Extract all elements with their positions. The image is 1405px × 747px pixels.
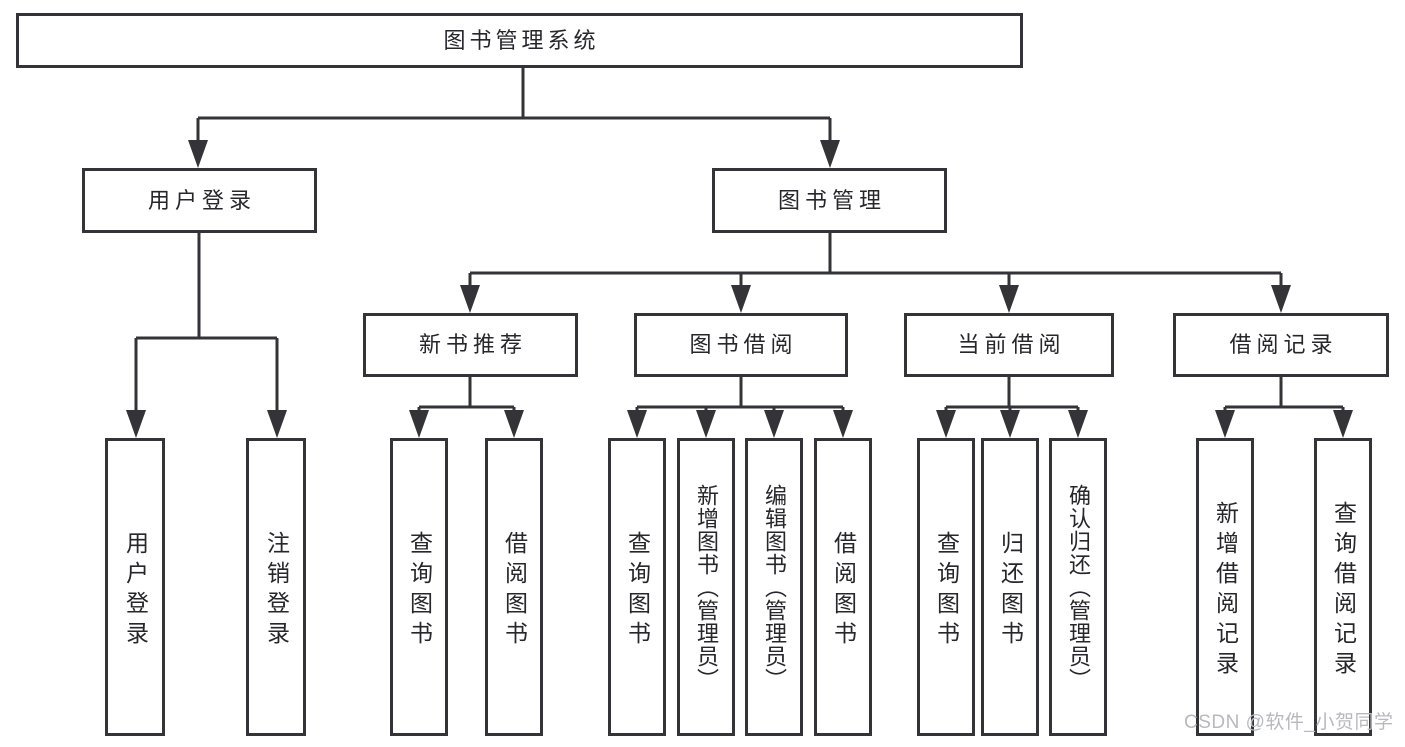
arrow-down-icon <box>409 410 429 438</box>
arrow-down-icon <box>1000 410 1020 438</box>
arrow-down-icon <box>764 410 784 438</box>
node-book-management: 图书管理 <box>712 168 947 233</box>
arrow-down-icon <box>267 410 287 438</box>
leaf-newbook-query-books: 查询图书 <box>390 438 448 736</box>
leaf-logout: 注销登录 <box>246 438 306 736</box>
leaf-records-query-borrow-record: 查询借阅记录 <box>1314 438 1372 736</box>
arrow-down-icon <box>731 285 751 313</box>
leaf-newbook-borrow-books: 借阅图书 <box>485 438 543 736</box>
leaf-records-add-borrow-record: 新增借阅记录 <box>1196 438 1254 736</box>
leaf-user-login: 用户登录 <box>105 438 165 736</box>
arrow-down-icon <box>1068 410 1088 438</box>
arrow-down-icon <box>1271 285 1291 313</box>
leaf-current-query-books: 查询图书 <box>917 438 975 736</box>
arrow-down-icon <box>627 410 647 438</box>
leaf-borrow-query-books: 查询图书 <box>608 438 666 736</box>
leaf-current-confirm-return-admin: 确认归还（管理员） <box>1049 438 1107 736</box>
leaf-borrow-borrow-books: 借阅图书 <box>814 438 872 736</box>
csdn-watermark: CSDN @软件_小贺同学 <box>1184 712 1394 733</box>
arrow-down-icon <box>820 140 840 168</box>
arrow-down-icon <box>696 410 716 438</box>
arrow-down-icon <box>936 410 956 438</box>
node-current-borrowing: 当前借阅 <box>904 313 1114 377</box>
arrow-down-icon <box>188 140 208 168</box>
leaf-current-return-books: 归还图书 <box>981 438 1039 736</box>
arrow-down-icon <box>504 410 524 438</box>
node-library-system: 图书管理系统 <box>16 13 1023 68</box>
node-user-login: 用户登录 <box>82 168 317 233</box>
arrow-down-icon <box>1333 410 1353 438</box>
arrow-down-icon <box>833 410 853 438</box>
leaf-borrow-add-books-admin: 新增图书（管理员） <box>677 438 735 736</box>
connector-lines <box>134 68 1345 418</box>
arrow-down-icon <box>1215 410 1235 438</box>
node-borrowing-records: 借阅记录 <box>1173 313 1389 377</box>
arrow-down-icon <box>999 285 1019 313</box>
node-book-borrowing: 图书借阅 <box>634 313 848 377</box>
arrow-down-icon <box>460 285 480 313</box>
arrowhead-icons <box>126 140 1353 438</box>
leaf-borrow-edit-books-admin: 编辑图书（管理员） <box>745 438 803 736</box>
node-new-book-recommend: 新书推荐 <box>363 313 578 377</box>
arrow-down-icon <box>126 410 146 438</box>
